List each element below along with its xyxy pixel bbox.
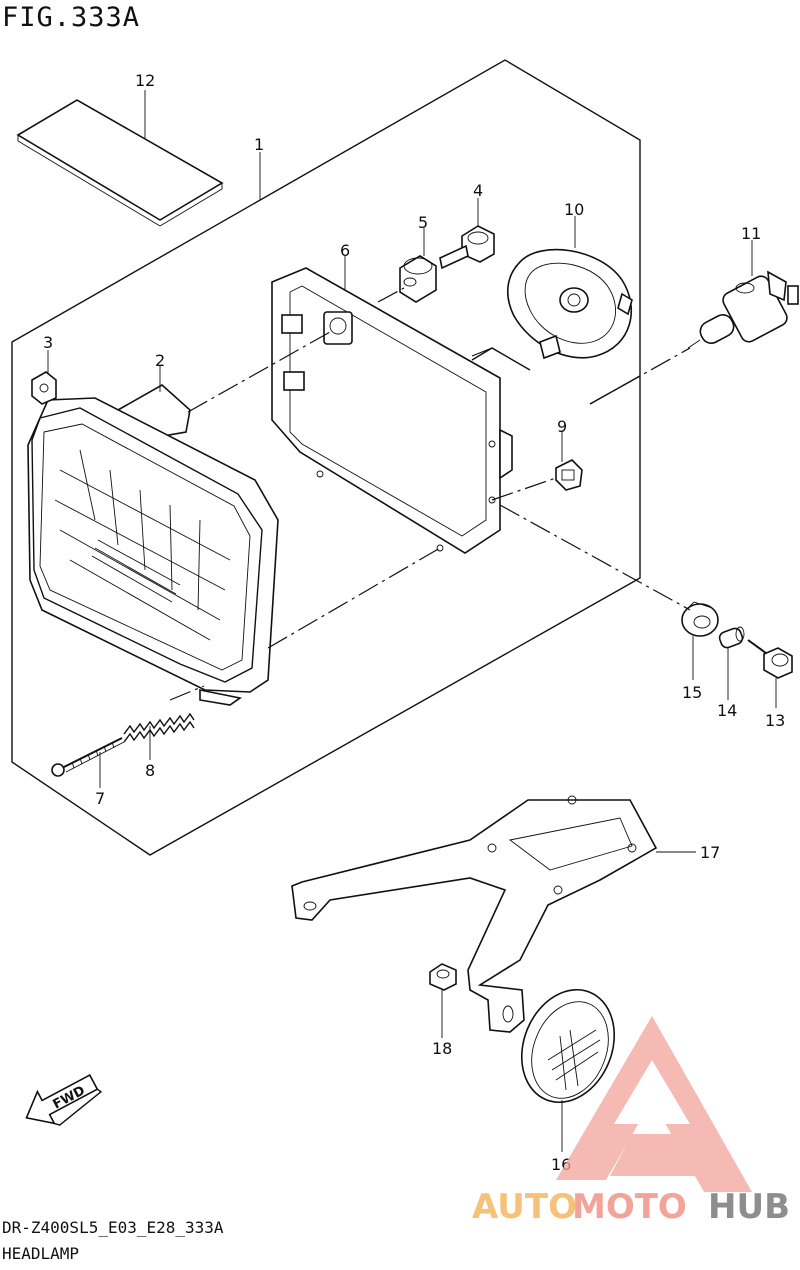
part-7-screw xyxy=(51,737,125,777)
part-16-reflector xyxy=(520,988,616,1104)
callout-17: 17 xyxy=(700,843,720,862)
watermark-text-hub: HUB xyxy=(708,1187,790,1227)
callout-7: 7 xyxy=(95,789,105,808)
part-14-collar xyxy=(718,626,745,649)
part-17-bracket xyxy=(291,795,658,1033)
callout-3: 3 xyxy=(43,333,53,352)
model-code-label: DR-Z400SL5_E03_E28_333A xyxy=(2,1218,224,1237)
callout-9: 9 xyxy=(557,417,567,436)
callout-18: 18 xyxy=(432,1039,452,1058)
callout-12: 12 xyxy=(135,71,155,90)
figure-title: FIG.333A xyxy=(2,2,141,33)
callout-15: 15 xyxy=(682,683,702,702)
callout-10: 10 xyxy=(564,200,584,219)
part-9-clip xyxy=(555,459,583,491)
callout-8: 8 xyxy=(145,761,155,780)
part-5-grommet xyxy=(399,255,437,303)
part-2-headlamp-unit xyxy=(27,384,279,706)
part-3-nut xyxy=(31,371,57,405)
part-13-bolt xyxy=(747,639,793,679)
part-18-nut xyxy=(429,963,457,991)
callout-1: 1 xyxy=(254,135,264,154)
part-12-sticker xyxy=(16,99,224,227)
fwd-direction-arrow: FWD xyxy=(25,1074,103,1126)
callout-13: 13 xyxy=(765,711,785,730)
part-8-spring xyxy=(123,712,195,743)
part-4-bolt xyxy=(439,225,495,270)
part-10-socket-cover xyxy=(507,248,633,360)
callout-2: 2 xyxy=(155,351,165,370)
callout-4: 4 xyxy=(473,181,483,200)
watermark-text-auto: AUTO xyxy=(472,1187,577,1227)
part-11-bulb xyxy=(687,270,799,349)
callout-6: 6 xyxy=(340,241,350,260)
watermark-text-moto: MOTO xyxy=(572,1187,687,1227)
assembly-boundary xyxy=(11,59,641,856)
callout-5: 5 xyxy=(418,213,428,232)
watermark-logo-icon xyxy=(556,1016,752,1192)
callout-14: 14 xyxy=(717,701,737,720)
part-15-damper xyxy=(681,601,719,637)
leader-lines xyxy=(47,90,777,1152)
callout-11: 11 xyxy=(741,224,761,243)
assembly-center-lines xyxy=(169,287,691,701)
section-name-label: HEADLAMP xyxy=(2,1244,80,1263)
part-6-rim-frame xyxy=(271,267,513,554)
